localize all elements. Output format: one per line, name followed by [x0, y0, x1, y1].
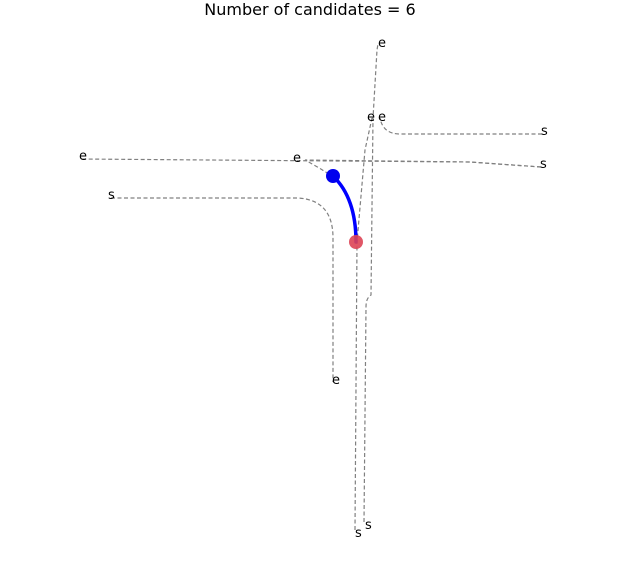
lane-5-path: [111, 197, 334, 382]
lane-3-start-label: s: [541, 124, 548, 139]
lane-6-path: [304, 159, 542, 177]
end-marker: [349, 235, 363, 249]
lane-1-path: [354, 117, 373, 531]
lane-2-end-label: e: [378, 36, 386, 51]
lane-3-end-label: e: [378, 110, 386, 125]
start-marker: [326, 169, 340, 183]
lane-1-start-label: s: [355, 526, 362, 541]
trajectory-path: [331, 174, 358, 244]
lane-2-start-label: s: [365, 518, 372, 533]
lane-6-end-label: e: [293, 151, 301, 166]
lane-1-end-label: e: [367, 110, 375, 125]
figure-title: Number of candidates = 6: [204, 0, 416, 19]
lane-5-start-label: s: [108, 188, 115, 203]
lane-5-end-label: e: [332, 373, 340, 388]
lane-4-start-label: s: [540, 157, 547, 172]
lane-4-end-label: e: [79, 149, 87, 164]
lane-3-path: [379, 117, 542, 135]
lane-2-path: [363, 43, 379, 523]
